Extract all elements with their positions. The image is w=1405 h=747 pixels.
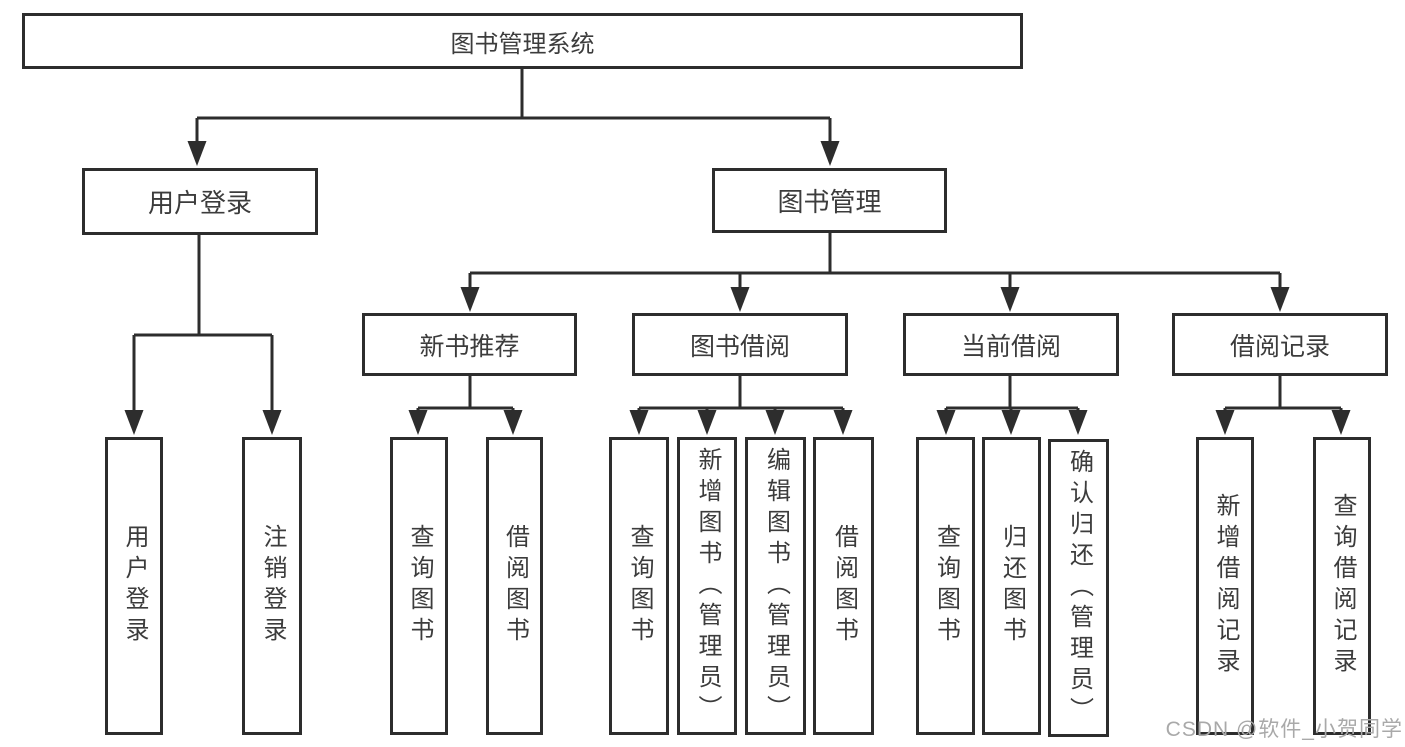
leaf-return-books-label: 归还图书	[998, 524, 1026, 648]
leaf-confirm-return-admin: 确认归还（管理员）	[1048, 439, 1109, 737]
leaf-query-books-current: 查询图书	[916, 437, 975, 735]
node-book-borrow: 图书借阅	[632, 313, 848, 376]
node-user-login-label: 用户登录	[147, 188, 252, 218]
node-borrow-records: 借阅记录	[1172, 313, 1388, 376]
node-new-book-recommend-label: 新书推荐	[419, 332, 520, 361]
node-root: 图书管理系统	[22, 13, 1023, 69]
leaf-query-borrow-record-label: 查询借阅记录	[1329, 493, 1356, 679]
node-current-borrow: 当前借阅	[903, 313, 1119, 376]
leaf-user-login: 用户登录	[105, 437, 163, 735]
leaf-add-borrow-record-label: 新增借阅记录	[1212, 493, 1239, 679]
leaf-borrow-books-recommend-label: 借阅图书	[501, 524, 529, 648]
leaf-add-books-admin-label: 新增图书（管理员）	[694, 446, 721, 726]
node-borrow-records-label: 借阅记录	[1229, 332, 1330, 361]
leaf-borrow-books-label: 借阅图书	[830, 524, 858, 648]
leaf-user-login-label: 用户登录	[121, 524, 148, 648]
leaf-logout-label: 注销登录	[259, 524, 286, 648]
node-book-management-label: 图书管理	[777, 187, 882, 217]
leaf-query-books-recommend: 查询图书	[390, 437, 448, 735]
leaf-edit-books-admin-label: 编辑图书（管理员）	[762, 446, 790, 726]
leaf-return-books: 归还图书	[982, 437, 1041, 735]
node-root-label: 图书管理系统	[450, 30, 595, 58]
leaf-query-books-current-label: 查询图书	[932, 524, 960, 648]
leaf-query-borrow-record: 查询借阅记录	[1313, 437, 1371, 735]
node-current-borrow-label: 当前借阅	[960, 332, 1061, 361]
leaf-logout: 注销登录	[242, 437, 302, 735]
leaf-confirm-return-admin-label: 确认归还（管理员）	[1065, 448, 1093, 728]
leaf-edit-books-admin: 编辑图书（管理员）	[745, 437, 806, 735]
leaf-query-books-borrow: 查询图书	[609, 437, 669, 735]
leaf-add-books-admin: 新增图书（管理员）	[677, 437, 737, 735]
leaf-borrow-books-recommend: 借阅图书	[486, 437, 543, 735]
leaf-add-borrow-record: 新增借阅记录	[1196, 437, 1254, 735]
node-book-borrow-label: 图书借阅	[689, 332, 790, 361]
node-book-management: 图书管理	[712, 168, 947, 233]
node-user-login: 用户登录	[82, 168, 318, 235]
arrowheads	[124, 141, 1351, 435]
leaf-query-books-recommend-label: 查询图书	[406, 524, 433, 648]
leaf-borrow-books: 借阅图书	[813, 437, 874, 735]
watermark: CSDN @软件_小贺同学	[1165, 718, 1403, 741]
leaf-query-books-borrow-label: 查询图书	[626, 524, 653, 648]
node-new-book-recommend: 新书推荐	[362, 313, 577, 376]
